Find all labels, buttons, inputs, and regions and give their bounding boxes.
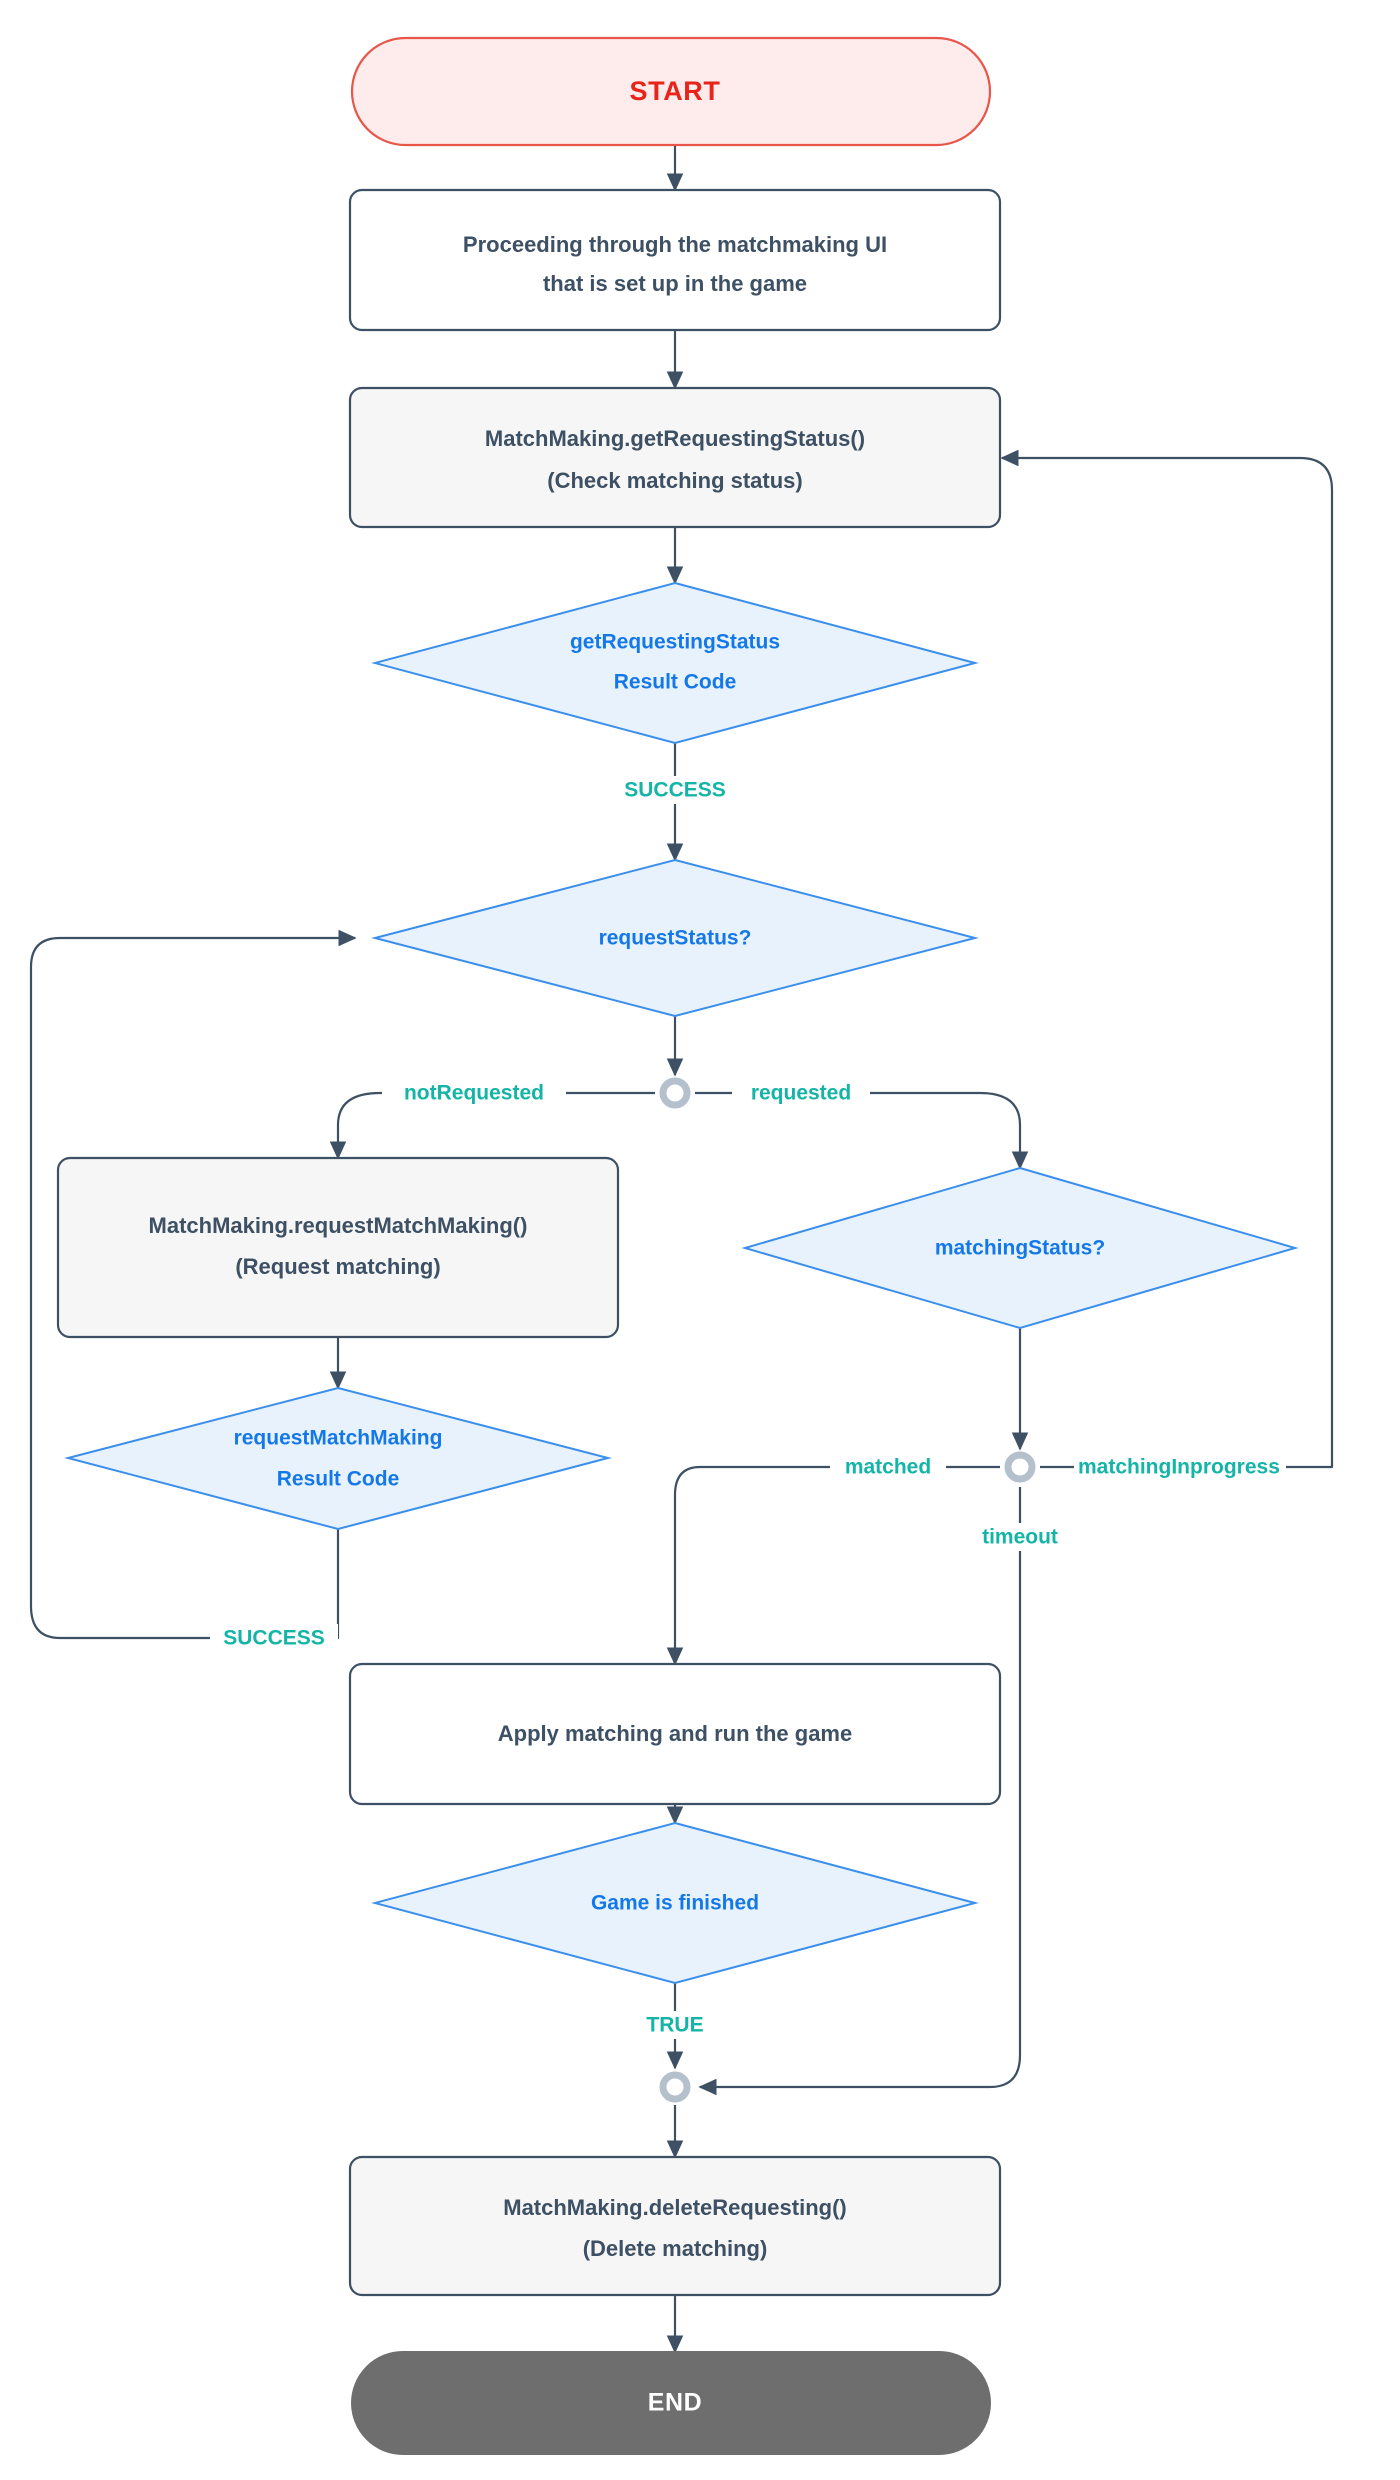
start-label: START: [630, 76, 721, 106]
label-bg-success-1: [612, 776, 738, 804]
edge-label-true: TRUE: [626, 2011, 724, 2039]
label-matching-inprogress: matchingInprogress: [1078, 1456, 1280, 1479]
request-matchmaking-result-shape: [64, 1386, 612, 1531]
node-start[interactable]: START: [350, 36, 992, 147]
label-bg-true: [626, 2011, 724, 2039]
edge-matching-inprogress-loop: [1000, 449, 1334, 1469]
get-status-result-line1: getRequestingStatus: [570, 631, 780, 654]
get-status-result-shape: [371, 581, 979, 745]
node-apply-matching[interactable]: Apply matching and run the game: [348, 1662, 1002, 1806]
junction-merge-circle: [659, 2071, 691, 2103]
label-game-finished-true: TRUE: [646, 2014, 703, 2037]
get-status-line1: MatchMaking.getRequestingStatus(): [485, 426, 865, 451]
request-status-label: requestStatus?: [599, 927, 752, 950]
label-bg-matched: [830, 1453, 946, 1481]
label-get-status-success: SUCCESS: [624, 779, 726, 802]
node-ui-step[interactable]: Proceeding through the matchmaking UI th…: [348, 188, 1002, 332]
label-not-requested: notRequested: [404, 1082, 544, 1105]
junction-merge-before-delete: [659, 2071, 691, 2103]
request-status-shape: [371, 858, 979, 1018]
node-delete-requesting[interactable]: MatchMaking.deleteRequesting() (Delete m…: [348, 2155, 1002, 2297]
label-bg-success-2: [210, 1624, 338, 1652]
edge-label-matching-inprogress: matchingInprogress: [1074, 1453, 1286, 1481]
edge-request-matchmaking-success-loop: [29, 929, 357, 1640]
connectors-layer: [29, 145, 1334, 2354]
edge-matched-to-apply-matching: [666, 1465, 1000, 1666]
edge-label-not-requested: notRequested: [382, 1079, 566, 1107]
label-request-matchmaking-success: SUCCESS: [223, 1627, 325, 1650]
end-shape: [351, 2351, 991, 2455]
ui-step-line1: Proceeding through the matchmaking UI: [463, 232, 887, 257]
start-shape: [350, 36, 992, 147]
node-end[interactable]: END: [351, 2351, 991, 2455]
get-status-line2: (Check matching status): [547, 468, 803, 493]
delete-requesting-shape: [348, 2155, 1002, 2297]
edge-label-request-matchmaking-success: SUCCESS: [210, 1624, 338, 1652]
matching-status-label: matchingStatus?: [935, 1237, 1105, 1260]
request-matchmaking-line2: (Request matching): [235, 1254, 440, 1279]
edge-timeout-to-merge: [698, 1487, 1022, 2096]
edge-not-requested-to-request-matchmaking: [329, 1091, 655, 1160]
end-label: END: [648, 2389, 703, 2417]
label-bg-timeout: [955, 1523, 1085, 1551]
ui-step-line2: that is set up in the game: [543, 271, 807, 296]
request-matchmaking-result-line1: requestMatchMaking: [234, 1427, 443, 1450]
label-bg-not-requested: [382, 1079, 566, 1107]
label-matched: matched: [845, 1456, 931, 1479]
label-bg-matching-inprogress: [1074, 1453, 1286, 1481]
label-bg-requested: [732, 1079, 870, 1107]
request-matchmaking-line1: MatchMaking.requestMatchMaking(): [149, 1213, 528, 1238]
edge-label-matched: matched: [830, 1453, 946, 1481]
label-timeout: timeout: [982, 1526, 1058, 1549]
junction-matching-status: [1004, 1451, 1036, 1483]
game-finished-shape: [371, 1821, 979, 1985]
junction-request-status: [659, 1077, 691, 1109]
apply-matching-label: Apply matching and run the game: [498, 1721, 852, 1746]
apply-matching-shape: [348, 1662, 1002, 1806]
edge-label-timeout: timeout: [955, 1523, 1085, 1551]
delete-requesting-line1: MatchMaking.deleteRequesting(): [503, 2195, 846, 2220]
node-get-status[interactable]: MatchMaking.getRequestingStatus() (Check…: [348, 386, 1002, 529]
ui-step-shape: [348, 188, 1002, 332]
get-status-result-line2: Result Code: [614, 671, 737, 694]
node-game-finished[interactable]: Game is finished: [371, 1821, 979, 1985]
node-matching-status[interactable]: matchingStatus?: [741, 1166, 1299, 1330]
request-matchmaking-result-line2: Result Code: [277, 1468, 400, 1491]
edge-requested-to-matching-status: [695, 1091, 1029, 1170]
get-status-shape: [348, 386, 1002, 529]
node-request-matchmaking-result[interactable]: requestMatchMaking Result Code: [64, 1386, 612, 1531]
node-request-status[interactable]: requestStatus?: [371, 858, 979, 1018]
node-get-status-result[interactable]: getRequestingStatus Result Code: [371, 581, 979, 745]
label-requested: requested: [751, 1082, 851, 1105]
request-matchmaking-shape: [56, 1156, 620, 1339]
delete-requesting-line2: (Delete matching): [583, 2236, 768, 2261]
edge-label-requested: requested: [732, 1079, 870, 1107]
game-finished-label: Game is finished: [591, 1892, 759, 1915]
matching-status-shape: [741, 1166, 1299, 1330]
edge-label-get-status-success: SUCCESS: [612, 776, 738, 804]
junction-request-status-circle: [659, 1077, 691, 1109]
node-request-matchmaking[interactable]: MatchMaking.requestMatchMaking() (Reques…: [56, 1156, 620, 1339]
junction-matching-status-circle: [1004, 1451, 1036, 1483]
